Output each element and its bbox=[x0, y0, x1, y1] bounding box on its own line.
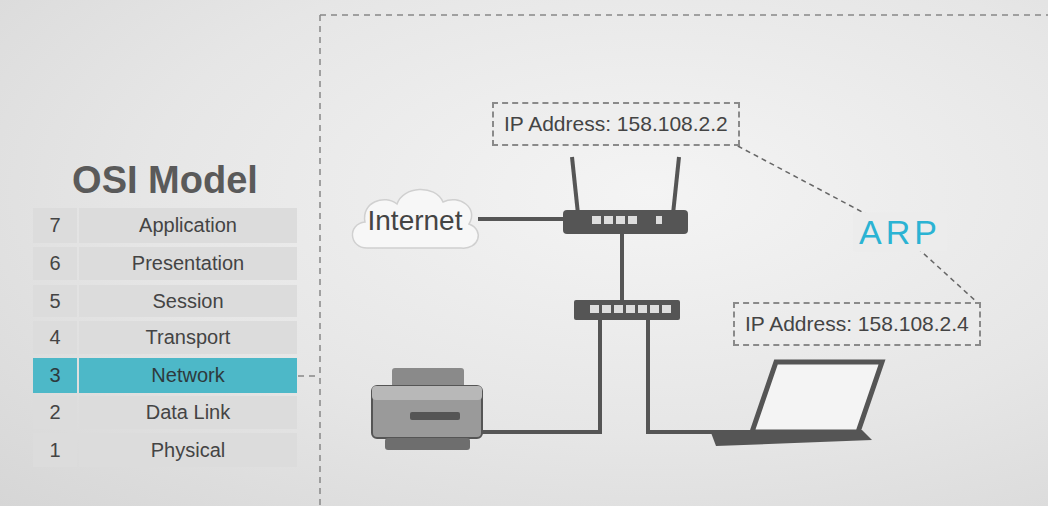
dashed-frame bbox=[298, 15, 1048, 506]
laptop-screen bbox=[752, 362, 882, 432]
cloud-outline bbox=[352, 189, 478, 248]
printer-body bbox=[372, 386, 482, 438]
osi-layer-band: 2Data Link bbox=[33, 396, 297, 429]
frame-line bbox=[320, 14, 1048, 16]
port bbox=[628, 216, 637, 224]
leader-line bbox=[298, 375, 320, 377]
layer-name: Presentation bbox=[79, 247, 297, 280]
port bbox=[604, 216, 613, 224]
edge-label: ARP bbox=[853, 213, 947, 252]
port bbox=[592, 216, 601, 224]
layer-name: Data Link bbox=[79, 396, 297, 429]
laptop-base bbox=[710, 430, 872, 446]
osi-layer-band: 4Transport bbox=[33, 321, 297, 354]
wire bbox=[620, 234, 624, 302]
layer-name: Physical bbox=[79, 433, 297, 467]
switch-icon bbox=[574, 300, 680, 320]
diagram-title: OSI Model bbox=[72, 159, 258, 202]
router-icon bbox=[563, 157, 688, 234]
switch-body bbox=[574, 300, 680, 320]
layer-number: 4 bbox=[33, 321, 77, 354]
layer-name: Transport bbox=[79, 321, 297, 354]
osi-layer-band: 7Application bbox=[33, 208, 297, 243]
port bbox=[614, 305, 623, 313]
layer-number: 7 bbox=[33, 208, 77, 243]
port bbox=[602, 305, 611, 313]
cloud-label: Internet bbox=[368, 205, 463, 237]
layer-number: 2 bbox=[33, 396, 77, 429]
internet-cloud: Internet bbox=[345, 178, 485, 264]
frame-line bbox=[319, 15, 321, 506]
ip-address-label: IP Address: 158.108.2.4 bbox=[745, 312, 969, 336]
laptop-icon bbox=[710, 362, 882, 446]
wires bbox=[478, 219, 740, 432]
port bbox=[650, 305, 659, 313]
osi-layer-band: 5Session bbox=[33, 285, 297, 317]
port bbox=[626, 305, 635, 313]
wire bbox=[478, 320, 600, 432]
port bbox=[638, 305, 647, 313]
router-body bbox=[563, 210, 688, 234]
printer-base bbox=[385, 438, 470, 450]
layer-number: 5 bbox=[33, 285, 77, 317]
ip-address-box: IP Address: 158.108.2.4 bbox=[733, 302, 981, 346]
layer-name: Network bbox=[79, 358, 297, 393]
layer-number: 3 bbox=[33, 358, 77, 393]
ip-address-box: IP Address: 158.108.2.2 bbox=[492, 102, 740, 146]
ip-address-label: IP Address: 158.108.2.2 bbox=[504, 112, 728, 136]
layer-number: 6 bbox=[33, 247, 77, 280]
printer-top bbox=[372, 386, 482, 400]
layer-name: Application bbox=[79, 208, 297, 243]
layer-number: 1 bbox=[33, 433, 77, 467]
osi-layer-band: 6Presentation bbox=[33, 247, 297, 280]
osi-layer-band: 1Physical bbox=[33, 433, 297, 467]
wire bbox=[648, 320, 740, 432]
layer-name: Session bbox=[79, 285, 297, 317]
osi-layer-band: 3Network bbox=[33, 358, 297, 393]
wire bbox=[478, 217, 565, 221]
port bbox=[662, 305, 671, 313]
arp-connector bbox=[738, 146, 977, 302]
port bbox=[616, 216, 625, 224]
port bbox=[590, 305, 599, 313]
printer-icon bbox=[372, 368, 482, 450]
antenna bbox=[572, 157, 578, 214]
port bbox=[656, 216, 662, 224]
antenna bbox=[673, 157, 679, 214]
paper-slot bbox=[410, 412, 460, 420]
